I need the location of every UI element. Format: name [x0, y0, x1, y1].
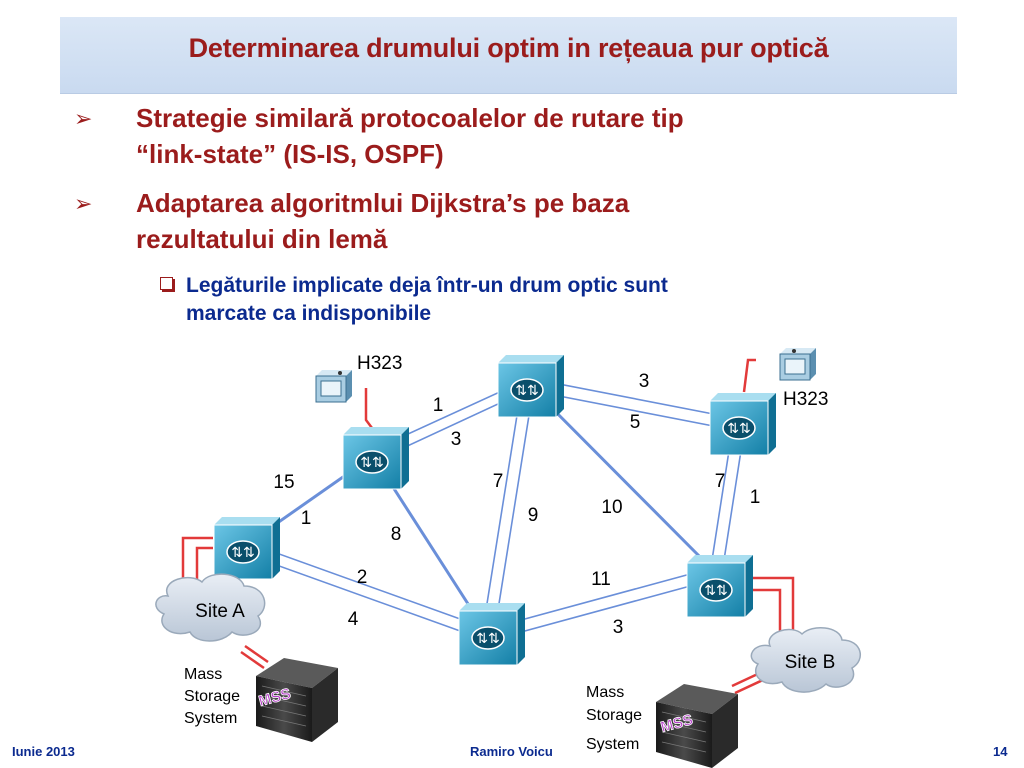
access-link	[742, 358, 756, 393]
mss-left-line-1: Mass	[184, 666, 222, 683]
access-link	[181, 536, 213, 585]
mss-right-line-1: Mass	[586, 684, 624, 701]
access-link	[244, 644, 269, 664]
link-weight: 11	[591, 569, 611, 590]
link-weight: 7	[715, 471, 726, 492]
link-weights: 1 3 15 1 8 7 9 3 5 10 7 1 2 4 11 3	[273, 371, 760, 638]
access-link	[240, 650, 265, 670]
site-b-cloud: Site B	[750, 627, 862, 693]
router: ⇅⇅	[497, 355, 564, 418]
link	[493, 383, 535, 636]
footer-date: Iunie 2013	[12, 744, 75, 759]
link-weight: 1	[750, 487, 761, 508]
title-band	[60, 17, 957, 93]
access-link	[734, 677, 766, 695]
sub-bullet: Legăturile implicate deja într-un drum o…	[186, 272, 886, 328]
mass-storage-left: MSS	[256, 658, 338, 742]
svg-text:⇅⇅: ⇅⇅	[515, 383, 538, 399]
bullet-2-line-1: Adaptarea algoritmlui Dijkstra’s pe baza	[136, 188, 630, 218]
link-weight: 4	[348, 609, 359, 630]
link	[487, 566, 717, 630]
mss-right-line-2: Storage	[586, 707, 642, 724]
link-weight: 3	[613, 617, 624, 638]
link-weight: 15	[273, 472, 294, 493]
arrow-bullet-icon: ➢	[74, 191, 93, 216]
router: ⇅⇅	[213, 517, 280, 580]
router: ⇅⇅	[342, 427, 409, 490]
router: ⇅⇅	[458, 603, 525, 666]
footer-page-number: 14	[993, 744, 1008, 759]
checkbox-bullet-icon	[160, 277, 173, 290]
slide-title: Determinarea drumului optim in rețeaua p…	[188, 33, 829, 63]
bullet-2-line-2: rezultatului din lemă	[136, 224, 388, 254]
svg-text:⇅⇅: ⇅⇅	[704, 583, 727, 599]
link-weight: 5	[630, 412, 641, 433]
mass-storage-right: MSS	[656, 684, 738, 768]
optical-links-double	[242, 377, 746, 642]
access-links	[181, 358, 795, 695]
h323-label-right: H323	[783, 389, 828, 410]
svg-text:⇅⇅: ⇅⇅	[727, 421, 750, 437]
optical-links-single	[242, 382, 718, 636]
link	[481, 383, 523, 636]
svg-text:⇅⇅: ⇅⇅	[231, 545, 254, 561]
link	[242, 552, 489, 642]
link-weight: 9	[528, 505, 539, 526]
router: ⇅⇅	[709, 393, 776, 456]
link-weight: 7	[493, 471, 504, 492]
sub-bullet-line-1: Legăturile implicate deja într-un drum o…	[186, 274, 668, 297]
bullet-1-line-1: Strategie similară protocoalelor de ruta…	[136, 103, 684, 133]
router: ⇅⇅	[686, 555, 753, 618]
link-weight: 2	[357, 567, 368, 588]
link	[242, 540, 489, 630]
link-weight: 8	[391, 524, 402, 545]
link-weight: 3	[639, 371, 650, 392]
access-link	[364, 388, 373, 429]
link-weight: 1	[301, 508, 312, 529]
access-link	[195, 546, 213, 585]
mss-right-line-3: System	[586, 736, 639, 753]
link-weight: 1	[433, 395, 444, 416]
link-weight: 3	[451, 429, 462, 450]
access-link	[745, 576, 795, 640]
mss-left-line-3: System	[184, 710, 237, 727]
link	[487, 578, 717, 642]
link-weight: 10	[601, 497, 622, 518]
svg-text:⇅⇅: ⇅⇅	[476, 631, 499, 647]
arrow-bullet-icon: ➢	[74, 106, 93, 131]
svg-text:⇅⇅: ⇅⇅	[360, 455, 383, 471]
sub-bullet-line-2: marcate ca indisponibile	[186, 302, 432, 325]
footer-author: Ramiro Voicu	[470, 744, 553, 759]
site-a-label: Site A	[195, 601, 245, 622]
bullet-1-line-2: “link-state” (IS-IS, OSPF)	[136, 139, 444, 169]
site-a-cloud: Site A	[155, 573, 266, 642]
access-link	[745, 588, 782, 640]
site-b-label: Site B	[785, 652, 836, 673]
mss-left-line-2: Storage	[184, 688, 240, 705]
h323-terminal-icon	[779, 348, 816, 381]
h323-terminal-icon	[315, 370, 352, 403]
h323-label-left: H323	[357, 353, 402, 374]
link	[526, 382, 718, 575]
